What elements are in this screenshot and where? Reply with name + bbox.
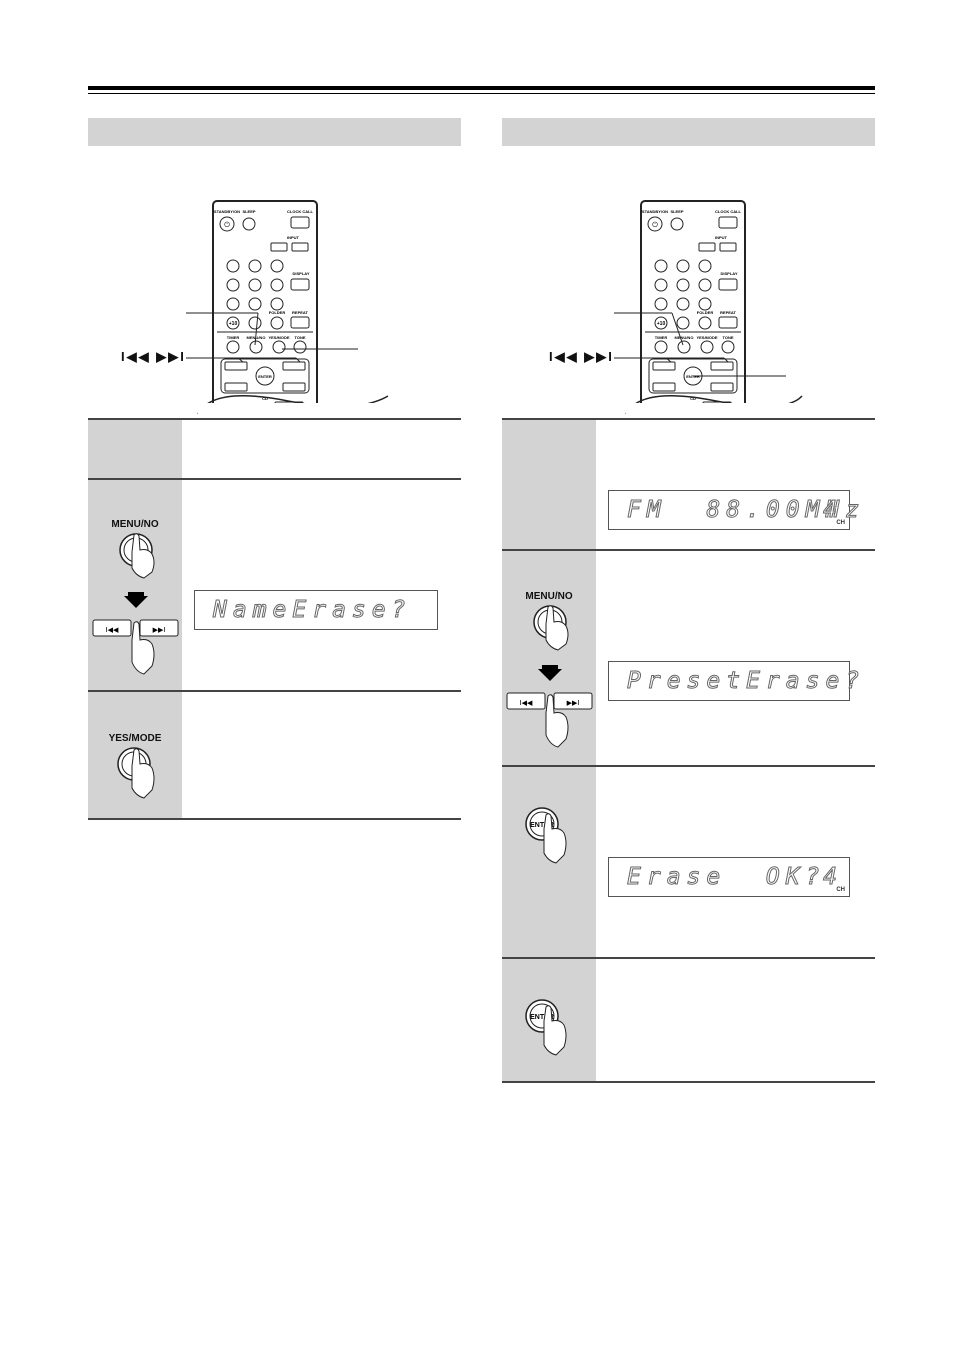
svg-text:TIMER: TIMER bbox=[227, 335, 240, 340]
left-step-1-icon bbox=[88, 420, 182, 478]
left-step-2: MENU/NO I◀◀ ▶▶I NameErase? bbox=[88, 480, 461, 692]
svg-text:MENU/NO: MENU/NO bbox=[675, 335, 694, 340]
svg-text:SLEEP: SLEEP bbox=[242, 209, 255, 214]
menu-prevnext-press-icon: I◀◀ ▶▶I bbox=[506, 605, 593, 748]
svg-text:TONE: TONE bbox=[294, 335, 305, 340]
menu-no-caption: MENU/NO bbox=[111, 519, 159, 530]
svg-text:ENTER: ENTER bbox=[530, 822, 554, 829]
svg-text:DISPLAY: DISPLAY bbox=[721, 271, 738, 276]
left-step-1 bbox=[88, 420, 461, 480]
menu-prevnext-press-icon: I◀◀ ▶▶I bbox=[92, 533, 179, 675]
left-column: ⏻ STANDBY/ON SLEEP CLOCK CALL INPUT DISP bbox=[88, 118, 461, 820]
yes-mode-caption: YES/MODE bbox=[108, 733, 162, 744]
svg-text:I◀◀: I◀◀ bbox=[106, 626, 119, 634]
digit-buttons bbox=[654, 259, 738, 330]
left-step-3-icon: YES/MODE bbox=[88, 692, 182, 818]
svg-text:⏻: ⏻ bbox=[224, 221, 230, 229]
svg-text:DISPLAY: DISPLAY bbox=[293, 271, 310, 276]
svg-text:YES/MODE: YES/MODE bbox=[268, 335, 289, 340]
svg-text:STANDBY/ON: STANDBY/ON bbox=[214, 209, 240, 214]
svg-text:TONE: TONE bbox=[722, 335, 733, 340]
header-rule-thick bbox=[88, 86, 875, 90]
svg-text:CLOCK CALL: CLOCK CALL bbox=[715, 209, 742, 214]
remote-illustration-right: ⏻ STANDBY/ON SLEEP CLOCK CALL INPUT DISP bbox=[614, 200, 826, 418]
svg-text:CD: CD bbox=[262, 396, 268, 401]
enter-press-icon: ENTER bbox=[525, 999, 567, 1056]
svg-text:FOLDER: FOLDER bbox=[697, 310, 714, 315]
right-steps: FM 88.00MHz 4 CH MENU/NO I◀◀ ▶▶I bbox=[502, 418, 875, 1083]
svg-text:STANDBY/ON: STANDBY/ON bbox=[642, 209, 668, 214]
svg-text:ENTER: ENTER bbox=[530, 1014, 554, 1021]
header-rule-thin bbox=[88, 93, 875, 94]
svg-text:▶▶I: ▶▶I bbox=[567, 699, 580, 707]
right-step-4-icon: ENTER bbox=[502, 959, 596, 1081]
right-section-bar bbox=[502, 118, 875, 146]
enter-press-icon: ENTER bbox=[525, 807, 567, 864]
right-remote-figure: ⏻ STANDBY/ON SLEEP CLOCK CALL INPUT DISP bbox=[502, 146, 875, 418]
left-section-bar bbox=[88, 118, 461, 146]
lcd-erase-ok: Erase OK? 4 CH bbox=[608, 857, 850, 897]
left-step-3: YES/MODE bbox=[88, 692, 461, 820]
lcd-preset-erase: PresetErase? bbox=[608, 661, 860, 701]
lcd-name-erase: NameErase? bbox=[194, 590, 438, 630]
svg-text:⏻: ⏻ bbox=[652, 221, 658, 229]
remote-illustration-left: ⏻ STANDBY/ON SLEEP CLOCK CALL INPUT DISP bbox=[186, 200, 398, 418]
digit-buttons bbox=[226, 259, 310, 330]
svg-text:INPUT: INPUT bbox=[715, 235, 728, 240]
right-step-1-icon bbox=[502, 420, 596, 549]
right-step-1: FM 88.00MHz 4 CH bbox=[502, 420, 875, 551]
prevnext-label: I◀◀ ▶▶I bbox=[549, 349, 614, 364]
lcd-fm-frequency: FM 88.00MHz 4 CH bbox=[608, 490, 860, 530]
right-step-2: MENU/NO I◀◀ ▶▶I PresetErase? bbox=[502, 551, 875, 767]
prevnext-label: I◀◀ ▶▶I bbox=[121, 349, 186, 364]
svg-text:INPUT: INPUT bbox=[287, 235, 300, 240]
right-step-3: ENTER Erase OK? 4 CH bbox=[502, 767, 875, 959]
right-column: ⏻ STANDBY/ON SLEEP CLOCK CALL INPUT DISP bbox=[502, 118, 875, 1083]
svg-text:CLOCK CALL: CLOCK CALL bbox=[287, 209, 314, 214]
svg-text:+10: +10 bbox=[229, 321, 238, 327]
svg-text:FOLDER: FOLDER bbox=[269, 310, 286, 315]
svg-text:CD: CD bbox=[690, 396, 696, 401]
right-step-3-icon: ENTER bbox=[502, 767, 596, 957]
svg-text:I◀◀: I◀◀ bbox=[520, 699, 533, 707]
svg-text:REPEAT: REPEAT bbox=[720, 310, 736, 315]
remote-body: ⏻ STANDBY/ON SLEEP CLOCK CALL INPUT DISP bbox=[212, 200, 318, 412]
svg-text:TIMER: TIMER bbox=[655, 335, 668, 340]
svg-text:▶▶I: ▶▶I bbox=[153, 626, 166, 634]
left-remote-figure: ⏻ STANDBY/ON SLEEP CLOCK CALL INPUT DISP bbox=[88, 146, 461, 418]
svg-text:YES/MODE: YES/MODE bbox=[696, 335, 717, 340]
left-step-2-icon: MENU/NO I◀◀ ▶▶I bbox=[88, 480, 182, 690]
svg-text:+10: +10 bbox=[657, 321, 666, 327]
remote-body: ⏻ STANDBY/ON SLEEP CLOCK CALL INPUT DISP bbox=[640, 200, 746, 412]
svg-text:ENTER: ENTER bbox=[258, 374, 272, 379]
svg-text:REPEAT: REPEAT bbox=[292, 310, 308, 315]
menu-no-caption: MENU/NO bbox=[525, 591, 573, 602]
yes-mode-press-icon bbox=[117, 747, 155, 799]
right-step-4: ENTER bbox=[502, 959, 875, 1083]
right-step-2-icon: MENU/NO I◀◀ ▶▶I bbox=[502, 551, 596, 765]
svg-text:SLEEP: SLEEP bbox=[670, 209, 683, 214]
left-steps: MENU/NO I◀◀ ▶▶I NameErase? bbox=[88, 418, 461, 820]
